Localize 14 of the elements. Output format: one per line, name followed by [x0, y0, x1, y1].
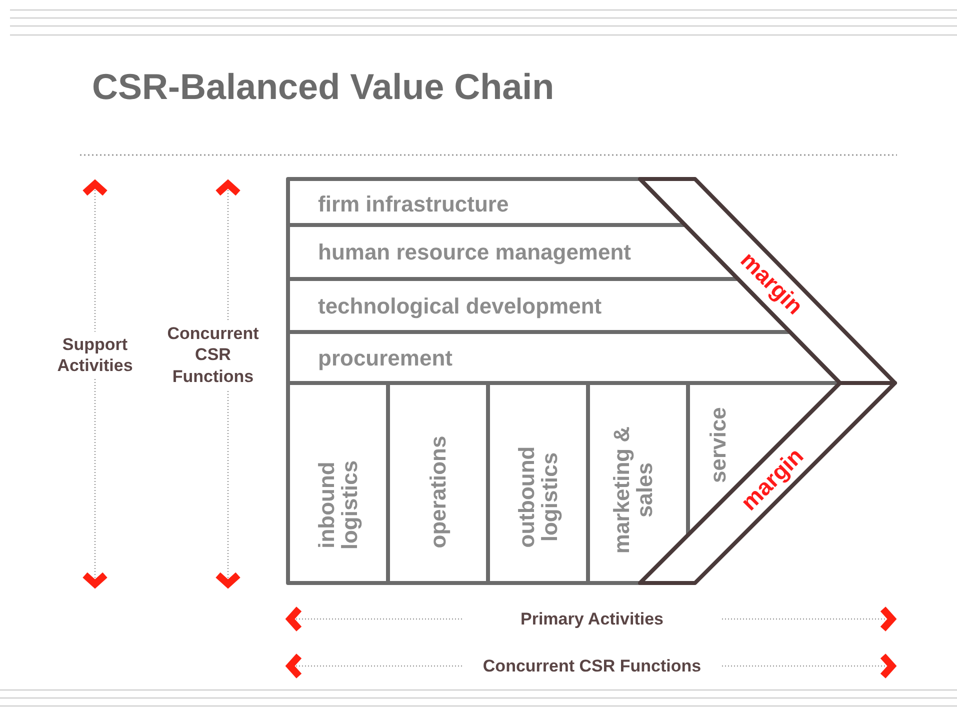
title: CSR-Balanced Value Chain: [92, 66, 554, 108]
margin-band: [640, 179, 895, 383]
activity-label: operations: [426, 434, 450, 550]
activity-label: human resource management: [318, 240, 632, 264]
activity-column: [688, 383, 840, 535]
activity-bar: [288, 179, 686, 225]
activity-column: [288, 383, 388, 583]
activity-label: outbound logistics: [514, 445, 562, 550]
activity-label: technological development: [318, 294, 603, 318]
activity-label: marketing & sales: [610, 425, 656, 556]
activity-label: inbound logistics: [314, 459, 362, 552]
activity-label: service: [706, 406, 730, 485]
activity-label: procurement: [318, 346, 454, 370]
activity-label: firm infrastructure: [318, 192, 510, 216]
